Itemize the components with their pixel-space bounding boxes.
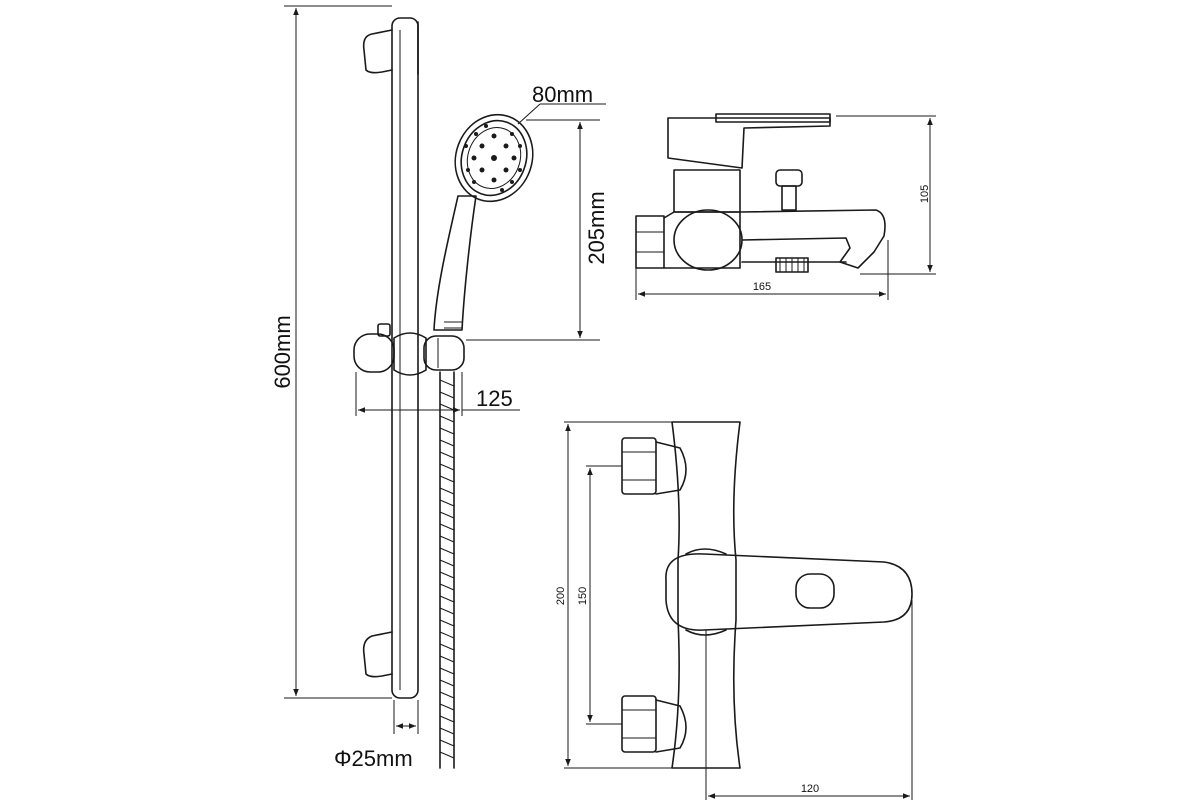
dimension-head-diameter: 80mm [517, 82, 606, 125]
mixer-front-view: 200 150 120 [555, 421, 913, 800]
mixer-side-view: 105 165 [635, 113, 936, 300]
slide-rail [362, 17, 419, 699]
front-lever [665, 548, 913, 636]
label-holder-offset: 125 [476, 386, 513, 411]
shower-rail-kit: 600mm 205mm 80mm 125 Φ25mm [270, 5, 609, 771]
dimension-projection: 120 [705, 600, 913, 800]
label-head-diameter: 80mm [532, 82, 593, 107]
dimension-holder-offset: 125 [355, 372, 520, 416]
dimension-rail-length: 600mm [270, 5, 392, 699]
label-rail-length: 600mm [270, 315, 295, 388]
label-head-height: 205mm [584, 191, 609, 264]
shower-hose [439, 371, 455, 769]
label-inlet-spacing: 150 [577, 587, 589, 605]
nozzle-pattern [464, 124, 522, 192]
dimension-overall-height: 200 [555, 421, 672, 769]
label-overall-height: 200 [555, 587, 567, 605]
label-rail-diameter: Φ25mm [334, 746, 413, 771]
dimension-inlet-spacing: 150 [577, 465, 622, 725]
dimension-head-height: 205mm [466, 119, 609, 341]
label-projection: 120 [801, 783, 819, 795]
label-mixer-height: 105 [919, 185, 931, 203]
hand-shower [433, 113, 534, 331]
dimension-rail-diameter: Φ25mm [334, 700, 419, 771]
dimension-mixer-length: 165 [635, 240, 889, 300]
slider-holder [353, 323, 465, 376]
dimension-mixer-height: 105 [836, 115, 936, 275]
label-mixer-length: 165 [753, 281, 771, 293]
